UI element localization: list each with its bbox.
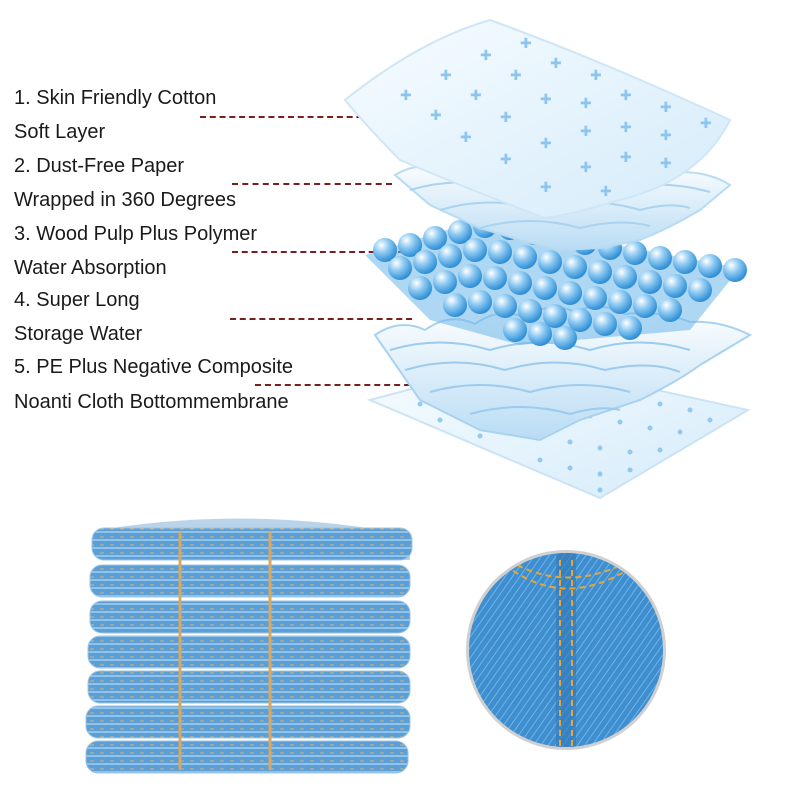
layer-3-title: 3. Wood Pulp Plus Polymer bbox=[14, 223, 258, 245]
svg-text:✚: ✚ bbox=[480, 48, 492, 64]
svg-text:✚: ✚ bbox=[400, 88, 412, 104]
leader-line-3 bbox=[232, 251, 404, 253]
layer-1-title: 1. Skin Friendly Cotton bbox=[14, 87, 217, 109]
layer-4-title: 4. Super Long bbox=[14, 289, 140, 311]
diaper-stack-image bbox=[85, 518, 413, 774]
svg-text:✚: ✚ bbox=[660, 156, 672, 172]
layer-3-subtitle: Water Absorption bbox=[14, 257, 167, 279]
denim-texture-circle bbox=[466, 550, 666, 750]
leader-line-5 bbox=[255, 384, 420, 386]
svg-text:✚: ✚ bbox=[580, 124, 592, 140]
cotton-top-layer: ✚ ✚ ✚ ✚ ✚ ✚ ✚ ✚ ✚ ✚ ✚ ✚ ✚ ✚ ✚ ✚ ✚ ✚ ✚ ✚ … bbox=[343, 18, 732, 220]
layer-2-subtitle: Wrapped in 360 Degrees bbox=[14, 189, 236, 211]
svg-text:✚: ✚ bbox=[540, 180, 552, 196]
svg-text:✚: ✚ bbox=[500, 152, 512, 168]
svg-text:✚: ✚ bbox=[470, 88, 482, 104]
layer-4-subtitle: Storage Water bbox=[14, 323, 143, 345]
svg-text:✚: ✚ bbox=[600, 184, 612, 200]
svg-text:✚: ✚ bbox=[580, 160, 592, 176]
svg-text:✚: ✚ bbox=[660, 128, 672, 144]
layer-2-title: 2. Dust-Free Paper bbox=[14, 155, 185, 177]
layer-5-title: 5. PE Plus Negative Composite bbox=[14, 356, 294, 378]
polymer-beads-layer bbox=[365, 214, 747, 350]
svg-text:✚: ✚ bbox=[620, 88, 632, 104]
svg-text:✚: ✚ bbox=[590, 68, 602, 84]
leader-line-1 bbox=[200, 116, 382, 118]
leader-line-4 bbox=[230, 318, 412, 320]
svg-text:✚: ✚ bbox=[500, 110, 512, 126]
svg-text:✚: ✚ bbox=[620, 150, 632, 166]
svg-text:✚: ✚ bbox=[430, 108, 442, 124]
svg-text:✚: ✚ bbox=[540, 136, 552, 152]
svg-text:✚: ✚ bbox=[460, 130, 472, 146]
svg-text:✚: ✚ bbox=[520, 36, 532, 52]
svg-text:✚: ✚ bbox=[510, 68, 522, 84]
svg-text:✚: ✚ bbox=[440, 68, 452, 84]
layer-1-subtitle: Soft Layer bbox=[14, 121, 106, 143]
svg-text:✚: ✚ bbox=[550, 56, 562, 72]
svg-text:✚: ✚ bbox=[700, 116, 712, 132]
svg-text:✚: ✚ bbox=[540, 92, 552, 108]
layer-5-subtitle: Noanti Cloth Bottommembrane bbox=[14, 391, 289, 413]
leader-line-2 bbox=[232, 183, 392, 185]
svg-text:✚: ✚ bbox=[580, 96, 592, 112]
svg-text:✚: ✚ bbox=[660, 100, 672, 116]
svg-text:✚: ✚ bbox=[620, 120, 632, 136]
